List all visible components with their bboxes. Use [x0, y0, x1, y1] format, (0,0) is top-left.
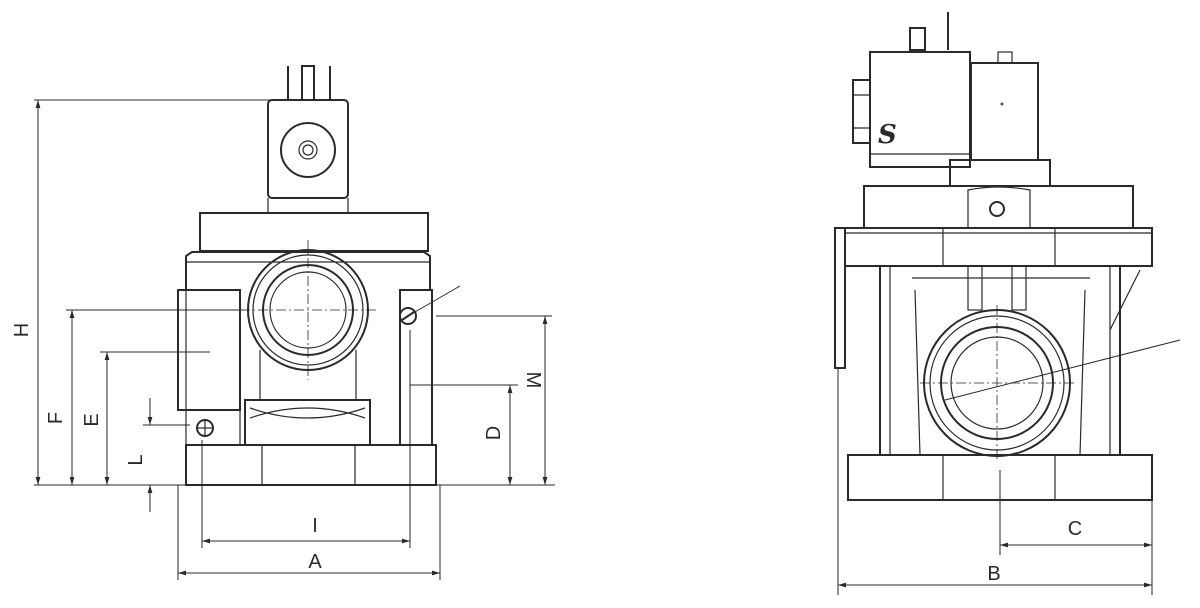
side-view: S: [834, 12, 1181, 595]
dim-label-f: F: [45, 412, 67, 424]
extension-lines: [34, 99, 555, 580]
brand-logo: S: [878, 120, 897, 150]
dim-label-d: D: [483, 426, 505, 440]
valve-body-side: [834, 185, 1181, 501]
dimension-lines: [35, 100, 548, 576]
solenoid-coil-side: S: [852, 12, 1051, 187]
dim-label-h: H: [11, 323, 33, 337]
knob-icon: [280, 122, 336, 178]
dim-label-b: B: [987, 563, 1000, 585]
dim-label-e: E: [81, 413, 103, 426]
valve-body: [177, 240, 461, 486]
dimension-lines-side: [838, 542, 1152, 588]
solenoid-coil: [267, 65, 349, 213]
front-view: H F E L D M I A: [11, 65, 555, 580]
dim-label-c: C: [1068, 518, 1082, 540]
valve-cap: [199, 212, 429, 252]
dim-label-l: L: [125, 454, 147, 465]
extension-lines-side: [837, 368, 1153, 595]
bolt-icon: [196, 419, 214, 437]
dim-label-a: A: [308, 551, 322, 573]
dim-label-m: M: [522, 372, 544, 389]
dim-label-i: I: [312, 515, 318, 537]
